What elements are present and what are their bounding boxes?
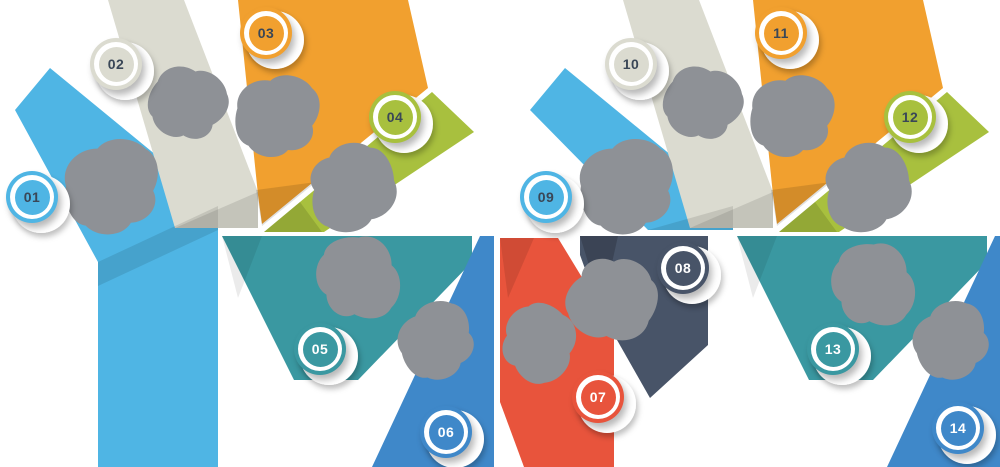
badge-ring: 11: [759, 11, 803, 55]
badge-core: 04: [377, 99, 413, 135]
badge-ring: 12: [888, 95, 932, 139]
step-badge-07: 07: [572, 371, 624, 423]
badge-core: 02: [98, 46, 134, 82]
step-badge-12: 12: [884, 91, 936, 143]
step-number-05: 05: [311, 341, 329, 357]
step-number-13: 13: [824, 341, 842, 357]
step-number-03: 03: [257, 25, 275, 41]
fold-shadow: [98, 206, 218, 286]
step-badge-02: 02: [90, 38, 142, 90]
badge-ring: 01: [10, 175, 54, 219]
badge-core: 10: [613, 46, 649, 82]
badge-ring: 02: [94, 42, 138, 86]
step-badge-09: 09: [520, 171, 572, 223]
badge-ring: 06: [424, 410, 468, 454]
step-number-09: 09: [537, 189, 555, 205]
step-badge-11: 11: [755, 7, 807, 59]
badge-core: 05: [302, 331, 338, 367]
fold-shadow: [737, 236, 777, 298]
badge-core: 12: [892, 99, 928, 135]
step-badge-10: 10: [605, 38, 657, 90]
badge-ring: 04: [373, 95, 417, 139]
step-number-04: 04: [386, 109, 404, 125]
badge-ring: 14: [936, 406, 980, 450]
step-badge-14: 14: [932, 402, 984, 454]
fold-shadow: [500, 238, 534, 298]
fold-shadow: [690, 192, 773, 228]
badge-core: 09: [528, 179, 564, 215]
step-number-02: 02: [107, 56, 125, 72]
badge-ring: 07: [576, 375, 620, 419]
step-badge-01: 01: [6, 171, 58, 223]
step-number-01: 01: [23, 189, 41, 205]
step-number-07: 07: [589, 389, 607, 405]
fold-shadow: [771, 182, 831, 226]
badge-core: 13: [815, 331, 851, 367]
badge-ring: 10: [609, 42, 653, 86]
step-badge-05: 05: [294, 323, 346, 375]
badge-ring: 03: [244, 11, 288, 55]
step-badge-08: 08: [657, 242, 709, 294]
badge-core: 01: [14, 179, 50, 215]
badge-ring: 13: [811, 327, 855, 371]
step-number-12: 12: [901, 109, 919, 125]
badge-core: 08: [665, 250, 701, 286]
step-badge-06: 06: [420, 406, 472, 458]
fold-shadow: [648, 206, 733, 230]
badge-core: 06: [428, 414, 464, 450]
step-number-06: 06: [437, 424, 455, 440]
step-badge-13: 13: [807, 323, 859, 375]
step-number-08: 08: [674, 260, 692, 276]
badge-core: 07: [580, 379, 616, 415]
badge-ring: 08: [661, 246, 705, 290]
fold-shadow: [175, 192, 258, 228]
badge-core: 14: [940, 410, 976, 446]
step-number-10: 10: [622, 56, 640, 72]
fold-shadow: [256, 182, 316, 226]
badge-ring: 09: [524, 175, 568, 219]
step-number-14: 14: [949, 420, 967, 436]
badge-ring: 05: [298, 327, 342, 371]
badge-core: 03: [248, 15, 284, 51]
badge-core: 11: [763, 15, 799, 51]
fold-shadow: [222, 236, 262, 298]
fold-shadow: [264, 202, 322, 232]
fold-shadow: [779, 202, 837, 232]
step-badge-04: 04: [369, 91, 421, 143]
step-number-11: 11: [773, 25, 789, 41]
step-badge-03: 03: [240, 7, 292, 59]
